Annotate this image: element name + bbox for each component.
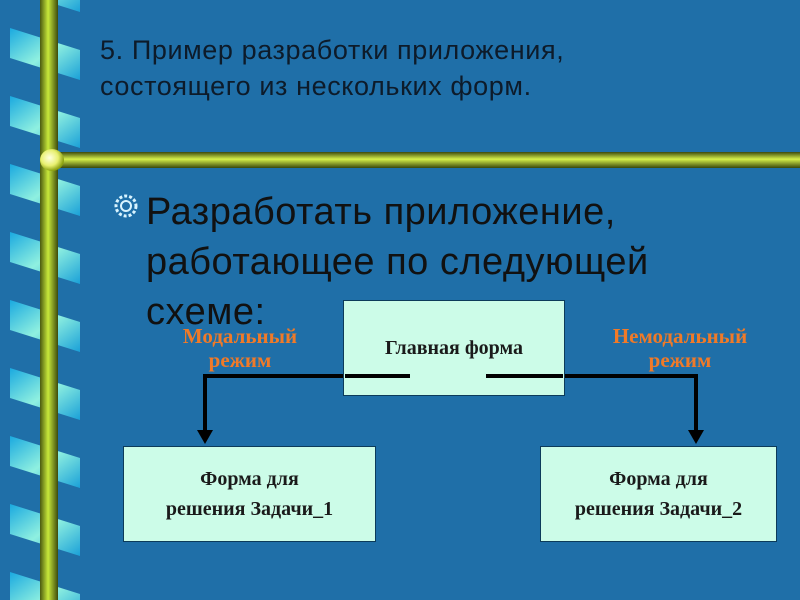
left-ribbon-decoration [10,0,80,600]
arrowhead-form2 [688,430,704,444]
horizontal-rod-divider [40,149,800,171]
bullet-text: Разработать приложение, работающее по сл… [146,187,786,337]
task1-form-line-2: решения Задачи_1 [165,498,334,520]
modeless-mode-line-1: Немодальный [612,324,748,348]
modal-mode-line-1: Модальный [182,324,298,348]
main-form-box: Главная форма [343,300,565,396]
task2-form-line-1: Форма для [609,468,708,490]
modeless-mode-label: Немодальный режим [580,324,780,372]
modeless-mode-line-2: режим [648,348,712,372]
title-line-2: состоящего из нескольких форм. [100,71,532,101]
task2-form-box: Форма для решения Задачи_2 [540,446,777,542]
gear-bullet-icon [114,194,138,218]
arrowhead-form1 [197,430,213,444]
slide-title: 5. Пример разработки приложения, состоящ… [100,32,790,104]
title-line-1: 5. Пример разработки приложения, [100,35,565,65]
bullet-line-3: схеме: [146,291,266,333]
bullet-line-2: работающее по следующей [146,241,649,283]
modal-mode-line-2: режим [208,348,272,372]
task2-form-line-2: решения Задачи_2 [574,498,743,520]
task1-form-line-1: Форма для [200,468,299,490]
bullet-line-1: Разработать приложение, [146,191,616,233]
task1-form-box: Форма для решения Задачи_1 [123,446,376,542]
main-form-label: Главная форма [385,337,523,359]
modal-mode-label: Модальный режим [150,324,330,372]
